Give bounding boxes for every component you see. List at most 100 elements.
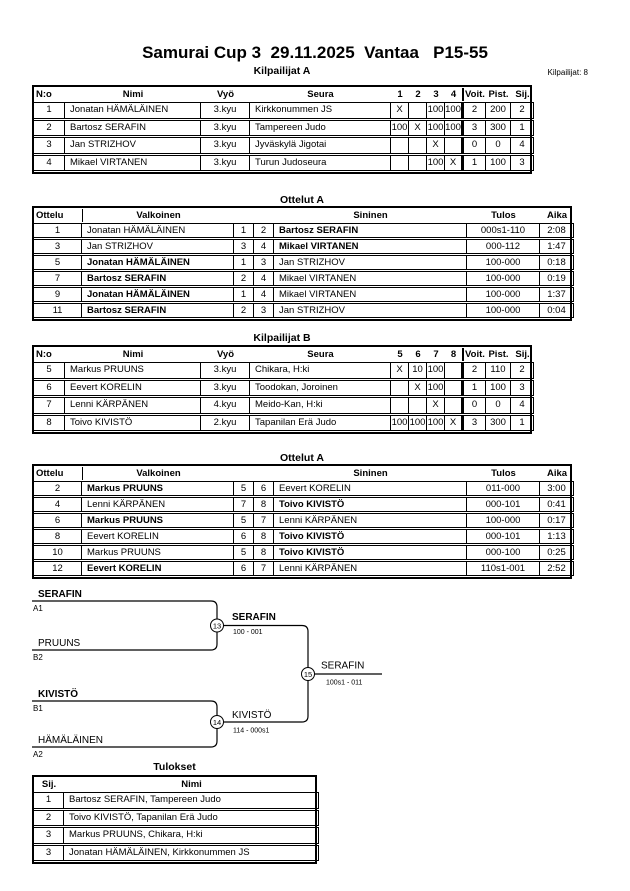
table-cell (409, 397, 427, 414)
table-cell: 0 (486, 137, 511, 154)
table-cell: 5 (234, 513, 254, 528)
table-cell: 0 (486, 397, 511, 414)
table-cell: 0:04 (540, 303, 574, 318)
table-cell: Tapanilan Erä Judo (250, 414, 391, 431)
column-header: Voit. (462, 88, 486, 101)
column-header: Sij. (515, 349, 530, 360)
table-cell: 1 (511, 414, 534, 431)
column-header: Pist. (488, 349, 509, 360)
match-14-number: 14 (213, 718, 221, 727)
table-cell: Mikael VIRTANEN (274, 239, 467, 254)
table-cell: X (445, 414, 462, 431)
table-cell: Jonatan HÄMÄLÄINEN (65, 102, 201, 119)
table-cell: 1 (234, 255, 254, 270)
page-title: Samurai Cup 3 29.11.2025 Vantaa P15-55 (142, 43, 488, 62)
table-cell: Markus PRUUNS (82, 545, 234, 560)
table-cell: 1 (462, 154, 486, 171)
table-cell: 3 (254, 255, 274, 270)
table-cell: 000-100 (467, 545, 540, 560)
section-title-pool-a: Kilpailijat A (253, 65, 311, 77)
table-cell: 2 (34, 119, 65, 136)
table-cell: 3.kyu (201, 102, 250, 119)
table-cell: 8 (254, 529, 274, 544)
table-cell (445, 362, 462, 379)
column-header: Seura (307, 349, 334, 360)
table-cell: X (409, 119, 427, 136)
table-cell: 3 (511, 154, 534, 171)
column-header: Sininen (353, 468, 388, 479)
table-cell: 100 (427, 414, 445, 431)
column-header (234, 209, 254, 222)
table-cell: 6 (34, 513, 82, 528)
column-header: Valkoinen (82, 209, 234, 222)
elimination-bracket: 13 14 15 SERAFIN A1 PRUUNS B2 SERAFIN 10… (32, 589, 382, 759)
bracket-slot-a2-label: A2 (33, 750, 43, 759)
table-cell (391, 379, 409, 396)
table-cell: 1:37 (540, 287, 574, 302)
table-cell: 6 (254, 481, 274, 496)
column-header: N:o (36, 89, 52, 100)
table-cell: 100-000 (467, 255, 540, 270)
table-cell: Lenni KÄRPÄNEN (274, 561, 467, 576)
table-cell: Jonatan HÄMÄLÄINEN (82, 255, 234, 270)
table-cell: 000s1-110 (467, 223, 540, 238)
table-cell: 12 (34, 561, 82, 576)
table-cell: 100 (391, 119, 409, 136)
table-cell: X (427, 397, 445, 414)
column-header: Nimi (122, 89, 144, 100)
column-header: Vyö (216, 349, 235, 360)
table-cell: 100 (427, 379, 445, 396)
table-cell: Bartosz SERAFIN (65, 119, 201, 136)
table-cell: 3 (234, 239, 254, 254)
bracket-slot-a1-label: A1 (33, 604, 43, 613)
table-cell (445, 397, 462, 414)
table-cell: 2 (234, 303, 254, 318)
final-score: 100s1 - 011 (326, 680, 363, 687)
table-cell: 3 (34, 827, 64, 844)
table-cell: Bartosz SERAFIN (82, 303, 234, 318)
column-header: Voit. (462, 348, 486, 361)
table-cell: 3:00 (540, 481, 574, 496)
section-title-results: Tulokset (153, 761, 196, 773)
column-header: Pist. (488, 89, 509, 100)
table-cell: 1 (34, 792, 64, 809)
table-cell: 4 (254, 287, 274, 302)
table-cell (409, 137, 427, 154)
table-cell (409, 102, 427, 119)
bracket-slot-b2-name: PRUUNS (38, 638, 81, 649)
match-14-circle (210, 715, 224, 729)
column-header: Aika (546, 210, 568, 221)
table-cell: Mikael VIRTANEN (274, 287, 467, 302)
table-cell: 100 (427, 119, 445, 136)
table-cell: 3.kyu (201, 379, 250, 396)
table-cell: Bartosz SERAFIN (82, 271, 234, 286)
table-cell: Toivo KIVISTÖ, Tapanilan Erä Judo (64, 809, 319, 826)
table-cell: Markus PRUUNS, Chikara, H:ki (64, 827, 319, 844)
table-cell: 300 (486, 119, 511, 136)
semifinal-1-score: 100 - 001 (233, 629, 263, 636)
table-cell: Jan STRIZHOV (82, 239, 234, 254)
table-cell (445, 379, 462, 396)
table-cell: 0 (462, 137, 486, 154)
column-header (254, 467, 274, 480)
bracket-slot-a2-name: HÄMÄLÄINEN (38, 734, 103, 746)
table-cell: 110s1-001 (467, 561, 540, 576)
table-cell: 0:18 (540, 255, 574, 270)
table-cell: 2 (254, 223, 274, 238)
